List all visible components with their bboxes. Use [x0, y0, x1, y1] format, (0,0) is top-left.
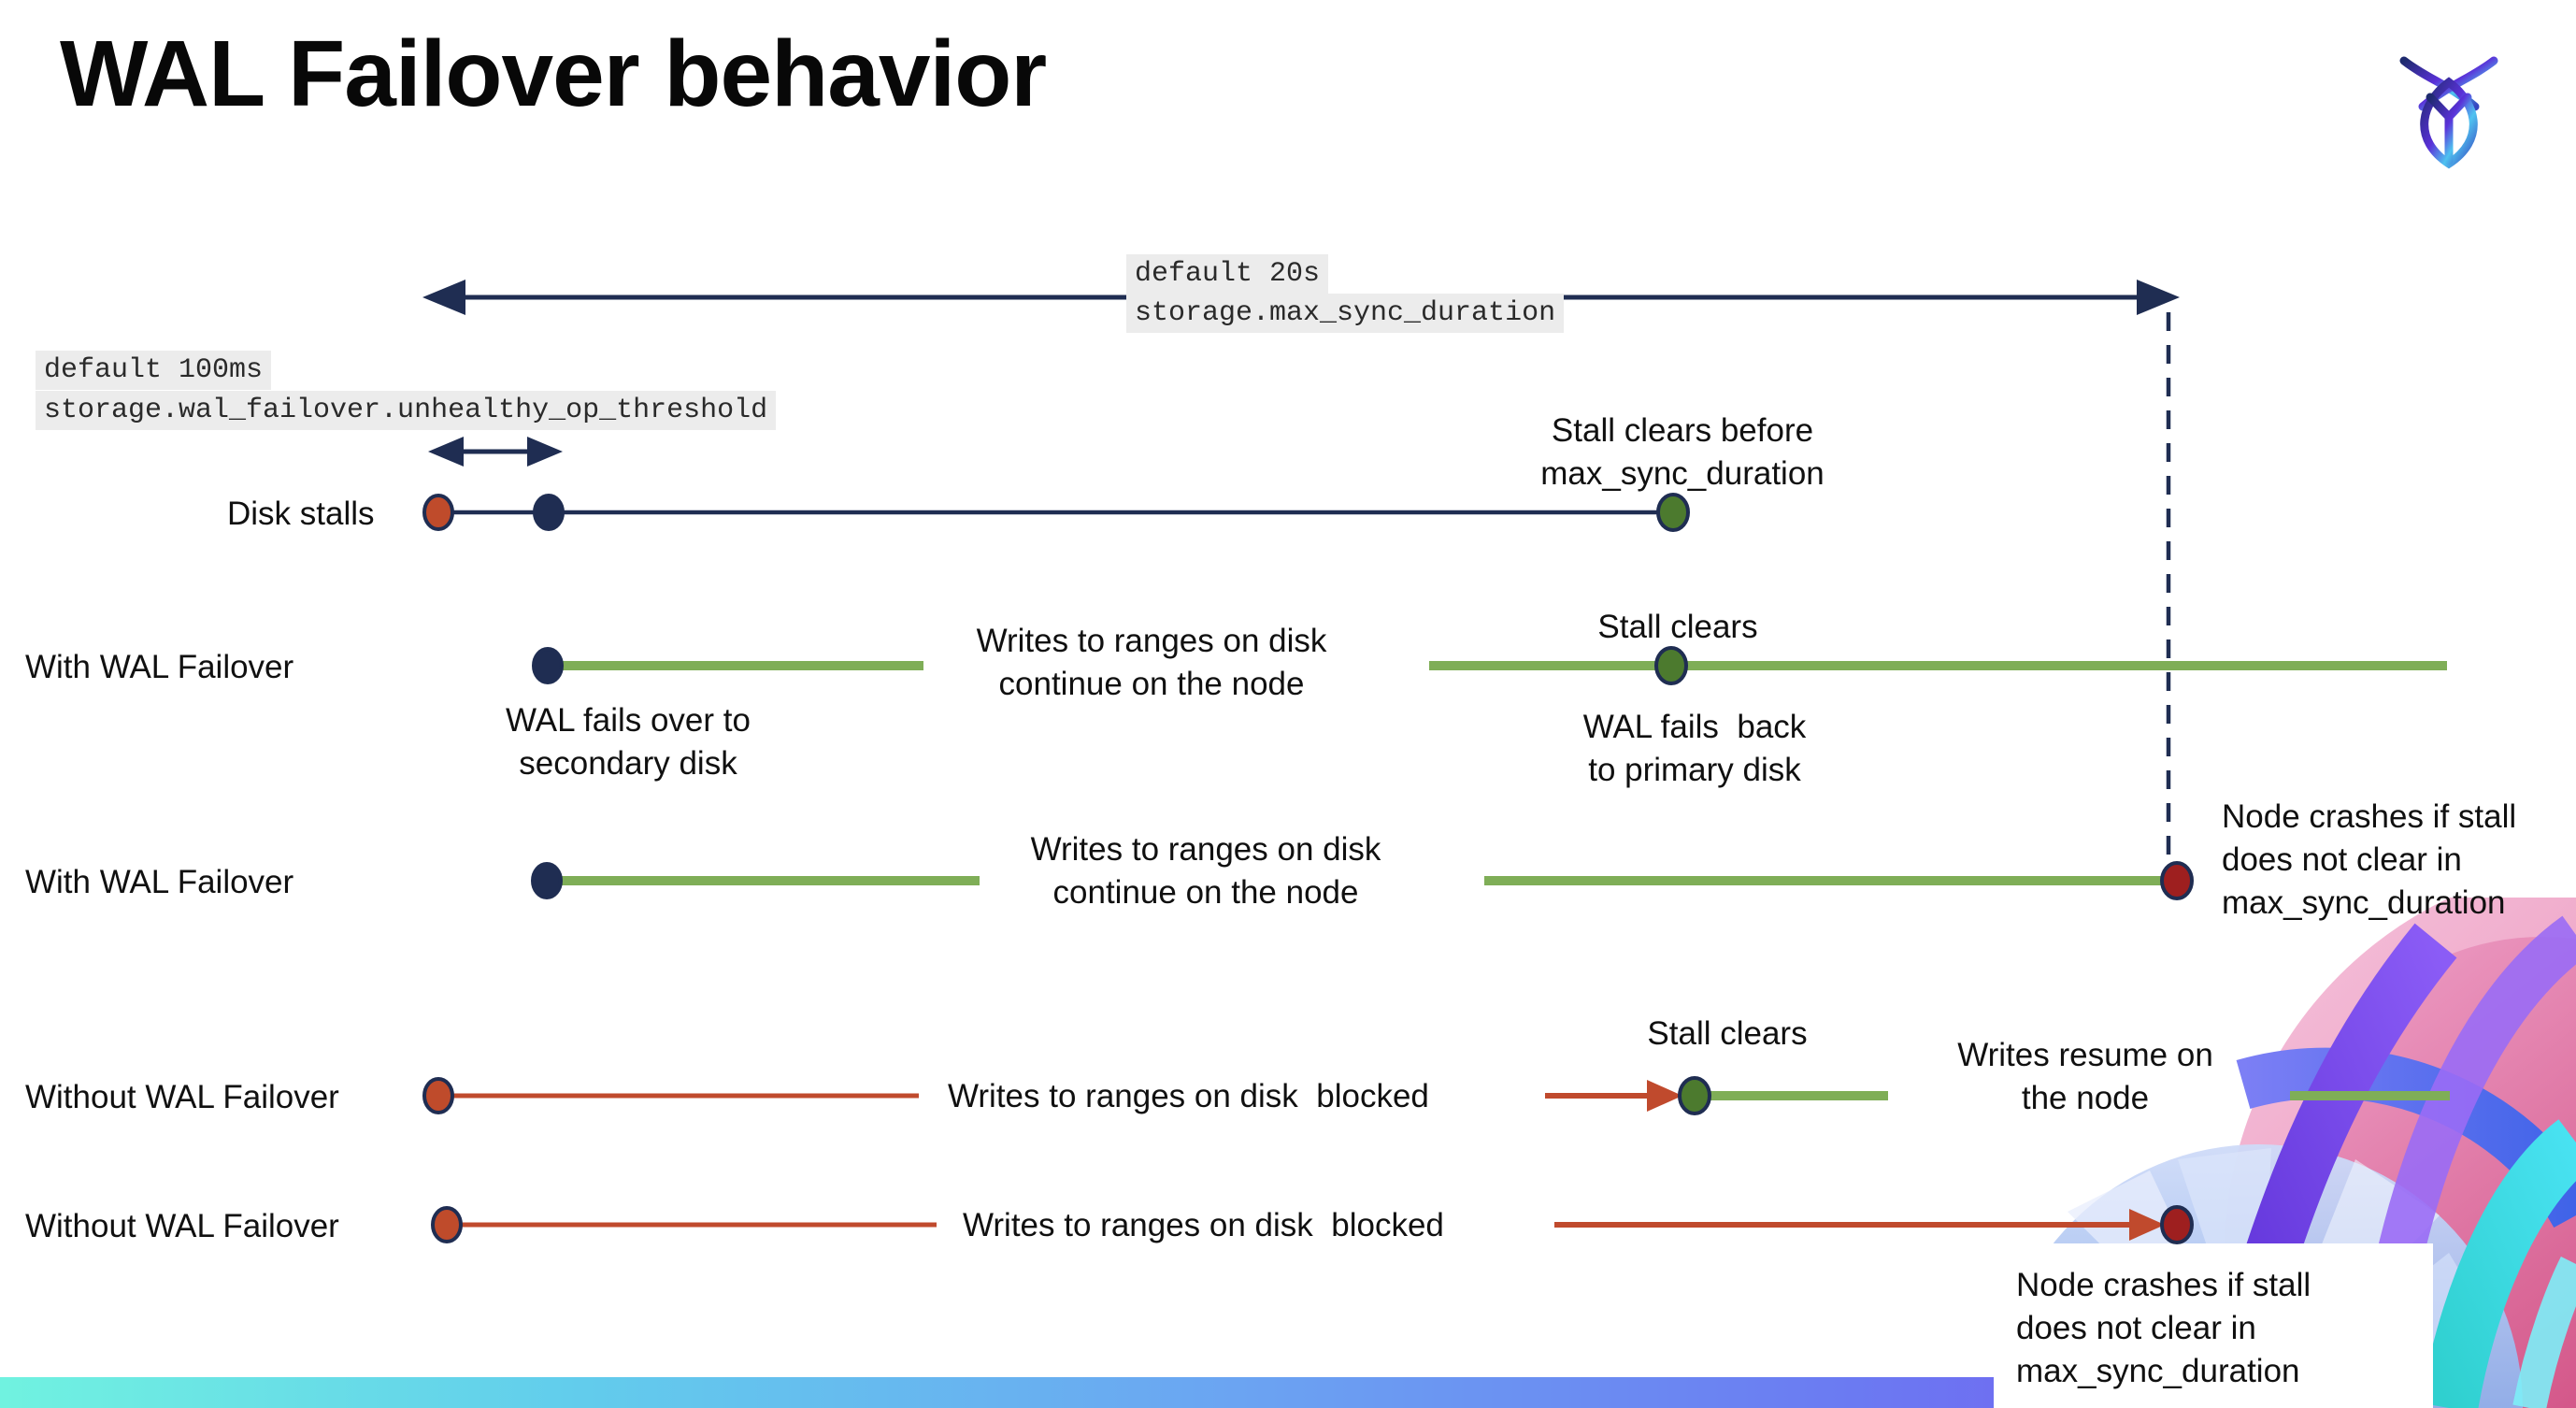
max-sync-default-label: default 20s — [1126, 254, 1329, 294]
red-arrow-head — [2129, 1209, 2165, 1241]
crash-callout-box: Node crashes if stall does not clear in ma… — [1994, 1243, 2433, 1408]
writes-continue-label-1: Writes to ranges on disk continue on the … — [977, 620, 1327, 706]
writes-continue-line1: Writes to ranges on disk — [976, 623, 1327, 659]
writes-blocked-label-2: Writes to ranges on disk blocked — [963, 1207, 1444, 1243]
crash-line-1: Node crashes if stall — [2016, 1267, 2311, 1303]
crash-line-2: does not clear in — [2016, 1310, 2256, 1346]
wal-fails-over-line2: secondary disk — [519, 745, 737, 782]
writes-continue-label-2: Writes to ranges on disk continue on the … — [1031, 828, 1381, 914]
writes-resume-label: Writes resume on the node — [1957, 1034, 2213, 1120]
row-label-disk-stalls: Disk stalls — [227, 496, 375, 532]
wal-fails-back-label: WAL fails back to primary disk — [1583, 706, 1807, 792]
writes-continue-line2: continue on the node — [998, 666, 1305, 702]
failover-dot — [532, 647, 564, 684]
node-crash-line2: does not clear in — [2222, 841, 2462, 878]
wal-fails-over-line1: WAL fails over to — [506, 702, 751, 739]
disk-stall-start-dot — [422, 494, 454, 531]
logo-vein — [2426, 93, 2472, 165]
page-title: WAL Failover behavior — [60, 22, 1047, 126]
node-crash-dot — [2160, 861, 2194, 900]
teal-arc-thin — [2512, 1256, 2576, 1408]
row-label-without-wal-failover-1: Without WAL Failover — [25, 1079, 339, 1115]
node-crash-dot — [2160, 1205, 2194, 1244]
threshold-dot — [533, 494, 565, 531]
stall-clears-before-label: Stall clears before max_sync_duration — [1540, 409, 1825, 496]
node-crash-label-top: Node crashes if stall does not clear in ma… — [2222, 796, 2516, 925]
failback-dot — [1654, 646, 1688, 685]
unhealthy-op-setting-name: storage.wal_failover.unhealthy_op_thresh… — [36, 391, 777, 430]
stall-start-dot — [431, 1206, 463, 1243]
red-arrow-head — [1647, 1080, 1682, 1112]
row-label-with-wal-failover-1: With WAL Failover — [25, 649, 294, 685]
row-label-without-wal-failover-2: Without WAL Failover — [25, 1208, 339, 1244]
stall-clears-label-1: Stall clears — [1597, 609, 1758, 645]
failover-dot — [531, 862, 563, 899]
stall-clears-before-line2: max_sync_duration — [1540, 455, 1825, 492]
wal-fails-back-line1: WAL fails back — [1582, 709, 1807, 745]
unhealthy-op-threshold-arrow — [428, 437, 563, 467]
writes-resume-line2: the node — [2021, 1080, 2150, 1116]
crash-callout-text: Node crashes if stall does not clear in ma… — [2016, 1264, 2311, 1393]
node-crash-line1: Node crashes if stall — [2222, 798, 2517, 835]
stall-clears-dot — [1678, 1076, 1711, 1115]
writes-continue-line2: continue on the node — [1052, 874, 1359, 911]
unhealthy-op-default-label: default 100ms — [36, 351, 272, 390]
crash-line-3: max_sync_duration — [2016, 1353, 2300, 1389]
wal-fails-back-line2: to primary disk — [1588, 752, 1801, 788]
teal-arc — [2420, 1119, 2576, 1408]
writes-blocked-label-1: Writes to ranges on disk blocked — [948, 1078, 1429, 1114]
stall-clears-label-2: Stall clears — [1647, 1015, 1808, 1052]
stall-clears-before-line1: Stall clears before — [1551, 412, 1814, 449]
row-label-with-wal-failover-2: With WAL Failover — [25, 864, 294, 900]
cockroachdb-logo-icon — [2399, 56, 2498, 169]
writes-resume-line1: Writes resume on — [1957, 1037, 2213, 1073]
stall-clears-dot — [1656, 493, 1690, 532]
stall-start-dot — [422, 1077, 454, 1114]
node-crash-line3: max_sync_duration — [2222, 884, 2506, 921]
max-sync-setting-name: storage.max_sync_duration — [1126, 294, 1565, 333]
wal-fails-over-label: WAL fails over to secondary disk — [506, 699, 751, 785]
writes-continue-line1: Writes to ranges on disk — [1030, 831, 1381, 868]
